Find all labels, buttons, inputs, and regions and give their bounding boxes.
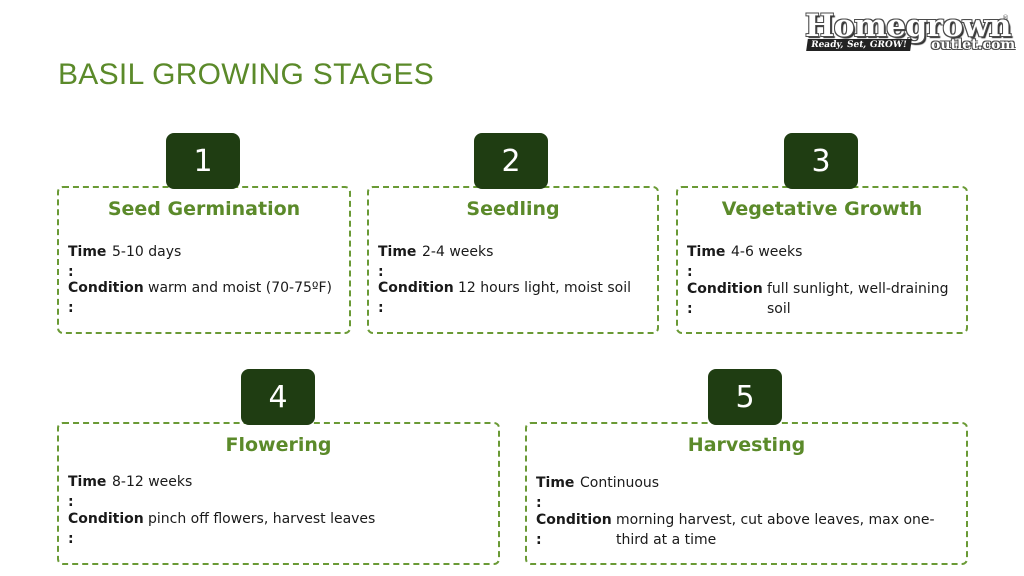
condition-label: Condition: <box>68 280 144 316</box>
stage-1-card: Seed Germination Time: 5-10 days Conditi… <box>57 186 351 334</box>
time-label: Time: <box>68 244 107 280</box>
stage-1-number-badge: 1 <box>166 133 240 189</box>
stage-4-card: Flowering Time: 8-12 weeks Condition: pi… <box>57 422 500 565</box>
logo-domain: outlet.com <box>931 37 1016 53</box>
logo-tagline: Ready, Set, GROW! <box>806 39 912 51</box>
stage-5-title: Harvesting <box>687 434 806 456</box>
stage-5-condition-value: morning harvest, cut above leaves, max o… <box>616 512 935 548</box>
stage-4-number-badge: 4 <box>241 369 315 425</box>
condition-label: Condition: <box>536 512 612 548</box>
homegrown-logo: Homegrown ® Ready, Set, GROW! outlet.com <box>805 8 1015 56</box>
condition-label: Condition: <box>687 281 763 317</box>
stage-3-number-badge: 3 <box>784 133 858 189</box>
stage-3-title: Vegetative Growth <box>721 198 923 220</box>
stage-2-card: Seedling Time: 2-4 weeks Condition: 12 h… <box>367 186 659 334</box>
stage-1-title: Seed Germination <box>107 198 301 220</box>
condition-label: Condition: <box>378 280 454 316</box>
stage-5-card: Harvesting Time: Continuous Condition: m… <box>525 422 968 565</box>
time-label: Time: <box>378 244 417 280</box>
stage-1-condition-value: warm and moist (70-75ºF) <box>148 280 332 296</box>
stage-2-number-badge: 2 <box>474 133 548 189</box>
time-label: Time: <box>68 474 107 510</box>
time-label: Time: <box>687 244 726 280</box>
stage-1-time-value: 5-10 days <box>112 244 182 260</box>
stage-4-condition-value: pinch off flowers, harvest leaves <box>148 511 376 527</box>
stage-4-time-value: 8-12 weeks <box>112 474 193 490</box>
logo-brand-text: Homegrown <box>805 8 1011 44</box>
stage-5-time-value: Continuous <box>580 475 660 491</box>
stage-2-time-value: 2-4 weeks <box>422 244 494 260</box>
stage-3-card: Vegetative Growth Time: 4-6 weeks Condit… <box>676 186 968 334</box>
logo-registered-mark: ® <box>1002 14 1009 22</box>
condition-label: Condition: <box>68 511 144 547</box>
stage-2-title: Seedling <box>466 198 560 220</box>
stage-3-condition-value: full sunlight, well-draining soil <box>767 281 949 317</box>
stage-2-condition-value: 12 hours light, moist soil <box>458 280 631 296</box>
page-title: BASIL GROWING STAGES <box>58 58 435 91</box>
time-label: Time: <box>536 475 575 511</box>
stage-4-title: Flowering <box>225 434 332 456</box>
stage-3-time-value: 4-6 weeks <box>731 244 803 260</box>
stage-5-number-badge: 5 <box>708 369 782 425</box>
